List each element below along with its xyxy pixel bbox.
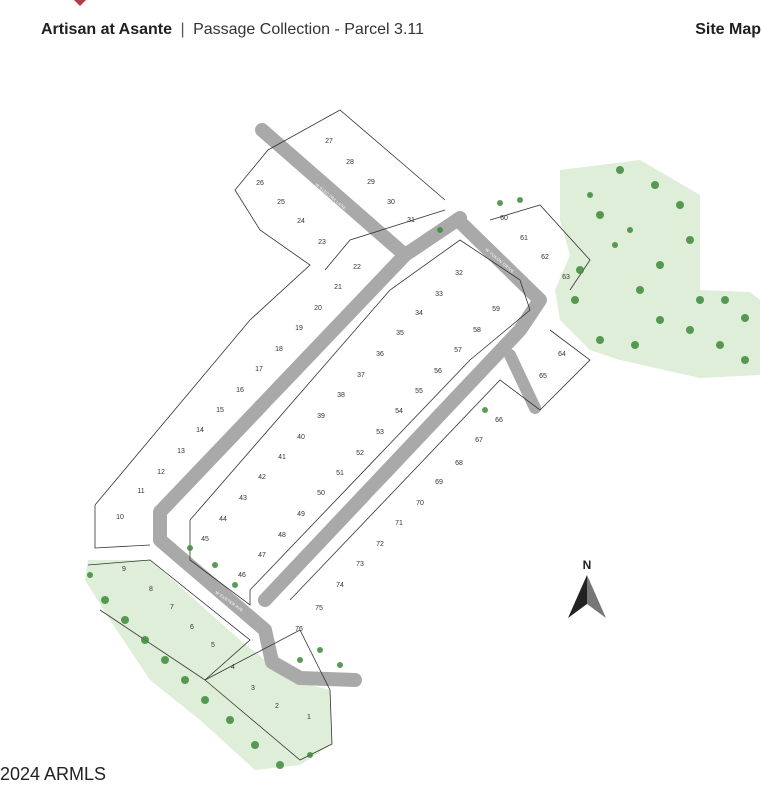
lot-6[interactable]: 6 <box>190 624 194 631</box>
lot-lines <box>87 109 591 761</box>
lot-30[interactable]: 30 <box>387 199 395 206</box>
lot-54[interactable]: 54 <box>395 408 403 415</box>
lot-74[interactable]: 74 <box>336 582 344 589</box>
lot-17[interactable]: 17 <box>255 366 263 373</box>
lot-16[interactable]: 16 <box>236 387 244 394</box>
lot-29[interactable]: 29 <box>367 179 375 186</box>
collection-subtitle: Passage Collection - Parcel 3.11 <box>193 21 424 38</box>
copyright-watermark: 2024 ARMLS <box>0 764 107 784</box>
lot-21[interactable]: 21 <box>334 284 342 291</box>
lot-11[interactable]: 11 <box>137 488 144 495</box>
lot-37[interactable]: 37 <box>357 372 365 379</box>
lot-75[interactable]: 75 <box>315 605 323 612</box>
lot-61[interactable]: 61 <box>520 235 528 242</box>
lot-27[interactable]: 27 <box>325 138 333 145</box>
south-greenspace <box>85 560 332 770</box>
site-map-title: Site Map <box>695 21 761 38</box>
lot-58[interactable]: 58 <box>473 327 481 334</box>
lot-39[interactable]: 39 <box>317 413 325 420</box>
lot-51[interactable]: 51 <box>336 470 344 477</box>
compass-label: N <box>583 558 592 572</box>
lot-33[interactable]: 33 <box>435 291 443 298</box>
road-east <box>258 215 547 607</box>
lot-10[interactable]: 10 <box>116 514 124 521</box>
lot-32[interactable]: 32 <box>455 270 463 277</box>
lot-64[interactable]: 64 <box>558 351 566 358</box>
lot-13[interactable]: 13 <box>177 448 185 455</box>
lot-40[interactable]: 40 <box>297 434 305 441</box>
lot-72[interactable]: 72 <box>376 541 384 548</box>
lot-43[interactable]: 43 <box>239 495 247 502</box>
lot-76[interactable]: 76 <box>295 626 303 633</box>
lot-71[interactable]: 71 <box>395 520 403 527</box>
lot-7[interactable]: 7 <box>170 604 174 611</box>
north-arrow-icon: N <box>568 558 606 618</box>
lot-8[interactable]: 8 <box>149 586 153 593</box>
lot-45[interactable]: 45 <box>201 536 209 543</box>
roads <box>153 123 547 687</box>
lot-labels: 1 2 3 4 5 6 7 8 9 10 11 12 13 14 15 16 1… <box>116 138 570 721</box>
lot-60[interactable]: 60 <box>500 215 508 222</box>
lot-53[interactable]: 53 <box>376 429 384 436</box>
lot-25[interactable]: 25 <box>277 199 285 206</box>
header-separator: | <box>180 21 185 38</box>
lot-68[interactable]: 68 <box>455 460 463 467</box>
lot-42[interactable]: 42 <box>258 474 266 481</box>
lot-26[interactable]: 26 <box>256 180 264 187</box>
lot-2[interactable]: 2 <box>275 703 279 710</box>
trees <box>87 166 749 769</box>
lot-66[interactable]: 66 <box>495 417 503 424</box>
lot-48[interactable]: 48 <box>278 532 286 539</box>
lot-3[interactable]: 3 <box>251 685 255 692</box>
lot-56[interactable]: 56 <box>434 368 442 375</box>
lot-28[interactable]: 28 <box>346 159 354 166</box>
lot-19[interactable]: 19 <box>295 325 303 332</box>
road-main <box>153 248 412 687</box>
lot-14[interactable]: 14 <box>196 427 204 434</box>
community-name: Artisan at Asante <box>41 21 172 38</box>
lot-69[interactable]: 69 <box>435 479 443 486</box>
lot-46[interactable]: 46 <box>238 572 246 579</box>
lot-15[interactable]: 15 <box>216 407 224 414</box>
lot-34[interactable]: 34 <box>415 310 423 317</box>
lot-4[interactable]: 4 <box>231 664 235 671</box>
lot-67[interactable]: 67 <box>475 437 483 444</box>
lot-47[interactable]: 47 <box>258 552 266 559</box>
lot-38[interactable]: 38 <box>337 392 345 399</box>
lot-36[interactable]: 36 <box>376 351 384 358</box>
lot-52[interactable]: 52 <box>356 450 364 457</box>
lot-41[interactable]: 41 <box>278 454 286 461</box>
lot-65[interactable]: 65 <box>539 373 547 380</box>
lot-35[interactable]: 35 <box>396 330 404 337</box>
lot-23[interactable]: 23 <box>318 239 326 246</box>
page-header: Artisan at Asante | Passage Collection -… <box>41 21 424 39</box>
lot-57[interactable]: 57 <box>454 347 462 354</box>
lot-18[interactable]: 18 <box>275 346 283 353</box>
brand-logo-icon <box>74 0 86 6</box>
lot-62[interactable]: 62 <box>541 254 549 261</box>
lot-1[interactable]: 1 <box>307 714 311 721</box>
lot-9[interactable]: 9 <box>122 566 126 573</box>
lot-12[interactable]: 12 <box>157 469 165 476</box>
lot-73[interactable]: 73 <box>356 561 364 568</box>
lot-50[interactable]: 50 <box>317 490 325 497</box>
lot-5[interactable]: 5 <box>211 642 215 649</box>
lot-49[interactable]: 49 <box>297 511 305 518</box>
lot-22[interactable]: 22 <box>353 264 361 271</box>
lot-59[interactable]: 59 <box>492 306 500 313</box>
lot-44[interactable]: 44 <box>219 516 227 523</box>
lot-24[interactable]: 24 <box>297 218 305 225</box>
lot-70[interactable]: 70 <box>416 500 424 507</box>
road-spur <box>504 349 541 414</box>
park-greenspace <box>555 160 760 378</box>
lot-31[interactable]: 31 <box>407 217 415 224</box>
lot-20[interactable]: 20 <box>314 305 322 312</box>
lot-55[interactable]: 55 <box>415 388 423 395</box>
lot-63[interactable]: 63 <box>562 274 570 281</box>
